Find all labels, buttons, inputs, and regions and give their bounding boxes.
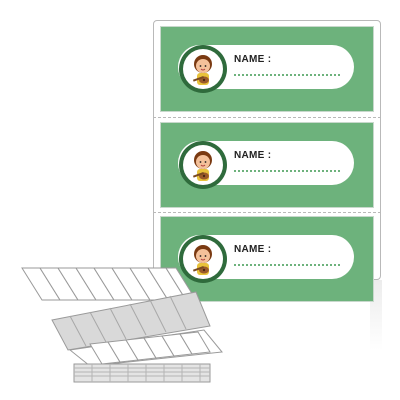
lower-fold-stack (68, 329, 223, 383)
name-field-label: NAME : (234, 244, 272, 255)
perforation-line (153, 117, 381, 118)
boy-with-guitar-icon (192, 245, 212, 275)
avatar (179, 235, 227, 283)
name-write-line (234, 170, 340, 172)
avatar (179, 141, 227, 189)
perforation-line (153, 212, 381, 213)
upper-fold-row (21, 267, 197, 301)
name-field-label: NAME : (234, 54, 272, 65)
name-field-label: NAME : (234, 150, 272, 161)
avatar (179, 45, 227, 93)
name-write-line (234, 74, 340, 76)
name-write-line (234, 264, 340, 266)
name-label-3: NAME : (160, 216, 374, 302)
middle-fold-block (51, 291, 211, 351)
name-label-1: NAME : (160, 26, 374, 112)
boy-with-guitar-icon (192, 151, 212, 181)
boy-with-guitar-icon (192, 55, 212, 85)
